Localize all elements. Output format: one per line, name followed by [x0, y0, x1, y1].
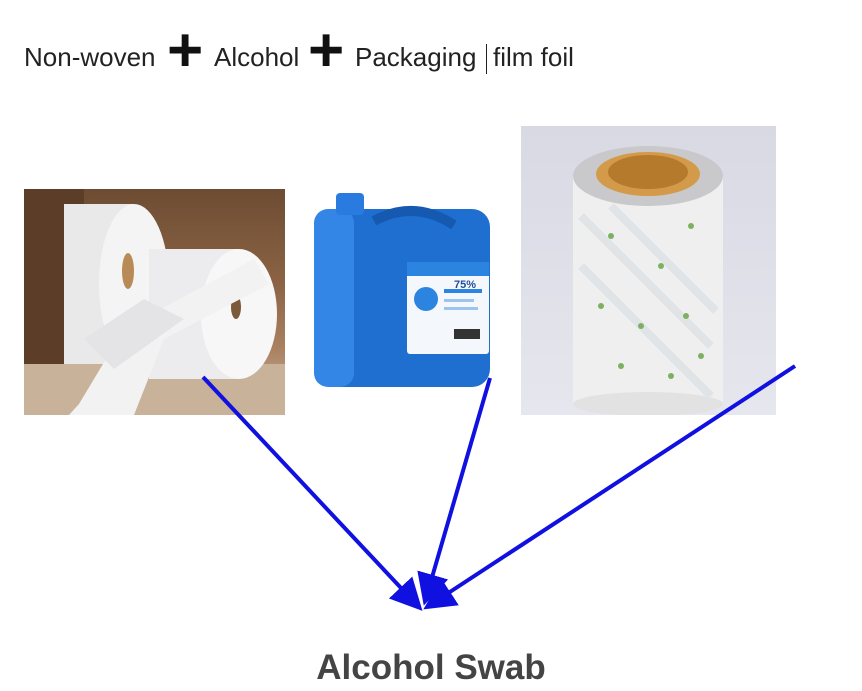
jerrycan-percent-label: 75%: [454, 279, 477, 291]
plus-sign-2: +: [308, 16, 345, 85]
arrow-from-foil: [423, 364, 797, 610]
text-cursor: [486, 44, 487, 74]
arrow-from-alcohol: [417, 377, 492, 606]
arrow-from-nonwoven: [201, 375, 423, 611]
plus-sign-1: +: [167, 16, 204, 85]
alcohol-jerrycan-image: 75%: [304, 189, 496, 389]
heading-packaging: Packaging: [355, 42, 477, 72]
nonwoven-roll-image: [24, 189, 285, 415]
heading-alcohol: Alcohol: [214, 42, 300, 72]
result-alcohol-swab: Alcohol Swab: [316, 648, 546, 687]
packaging-foil-roll-image: [521, 126, 776, 415]
heading-nonwoven: Non-woven: [24, 42, 156, 72]
heading-film-foil: film foil: [493, 42, 574, 72]
ingredient-heading: Non-woven + Alcohol + Packaging film foi…: [24, 16, 724, 85]
